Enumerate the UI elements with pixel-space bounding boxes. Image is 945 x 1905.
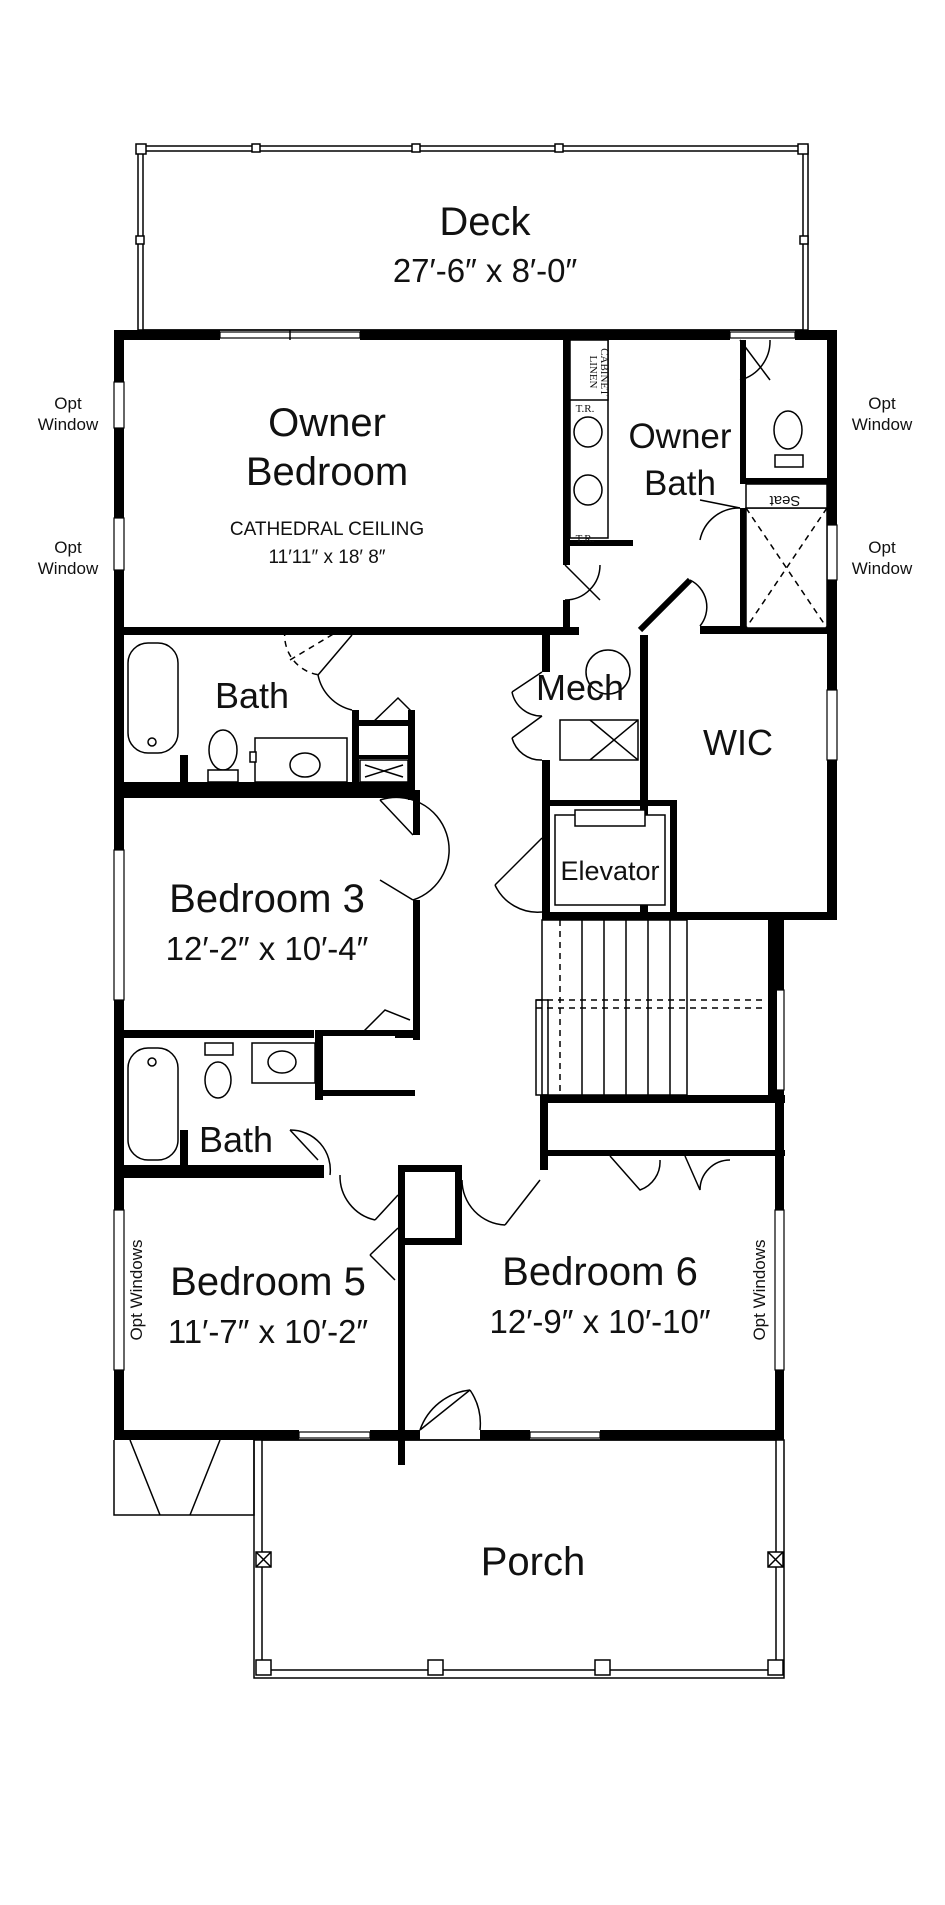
opt-window-note-3b: Window — [852, 415, 913, 434]
deck-label: Deck — [439, 200, 531, 244]
staircase — [535, 919, 765, 1096]
owner-bedroom-label-1: Owner — [268, 401, 386, 445]
opt-window-note-1a: Opt — [54, 394, 82, 413]
seat-label: Seat — [769, 492, 801, 509]
bedroom3-label: Bedroom 3 — [169, 877, 365, 921]
bath-lower-label: Bath — [199, 1119, 273, 1160]
bedroom6-label: Bedroom 6 — [502, 1250, 698, 1294]
opt-window-note-4b: Window — [852, 559, 913, 578]
bedroom6-size: 12′-9″ x 10′-10″ — [489, 1303, 710, 1340]
owner-bedroom-ceiling: CATHEDRAL CEILING — [230, 519, 424, 540]
opt-window-note-2a: Opt — [54, 538, 82, 557]
top-windows — [219, 330, 796, 340]
opt-window-note-3a: Opt — [868, 394, 896, 413]
opt-windows-note-left: Opt Windows — [127, 1239, 146, 1340]
owner-bedroom-label-2: Bedroom — [246, 450, 408, 494]
owner-bath-label-2: Bath — [644, 464, 716, 503]
deck-size: 27′-6″ x 8′-0″ — [393, 252, 578, 289]
bedroom5-size: 11′-7″ x 10′-2″ — [168, 1313, 369, 1350]
interior-walls — [114, 330, 837, 1465]
linen-cabinet-label-1: LINEN — [587, 356, 599, 389]
porch-label: Porch — [481, 1540, 586, 1584]
porch — [113, 1439, 785, 1679]
bedroom3-size: 12′-2″ x 10′-4″ — [166, 930, 369, 967]
mech-label: Mech — [536, 667, 624, 708]
opt-window-note-4a: Opt — [868, 538, 896, 557]
wic-label: WIC — [703, 722, 773, 763]
opt-window-note-2b: Window — [38, 559, 99, 578]
opt-windows-note-right: Opt Windows — [750, 1239, 769, 1340]
fixtures — [127, 339, 828, 1161]
towel-rack-label-2: T.R. — [576, 533, 595, 545]
doors — [283, 339, 771, 1431]
linen-cabinet-label-2: CABINET — [598, 348, 610, 396]
bath-upper-label: Bath — [215, 675, 289, 716]
elevator-label: Elevator — [560, 856, 659, 886]
owner-bath-label-1: Owner — [628, 417, 731, 456]
opt-window-note-1b: Window — [38, 415, 99, 434]
bedroom5-label: Bedroom 5 — [170, 1260, 366, 1304]
labels: Deck 27′-6″ x 8′-0″ Owner Bedroom CATHED… — [38, 200, 913, 1584]
towel-rack-label-1: T.R. — [576, 403, 595, 415]
owner-bedroom-size: 11′11″ x 18′ 8″ — [268, 547, 385, 568]
side-windows — [113, 381, 838, 1439]
